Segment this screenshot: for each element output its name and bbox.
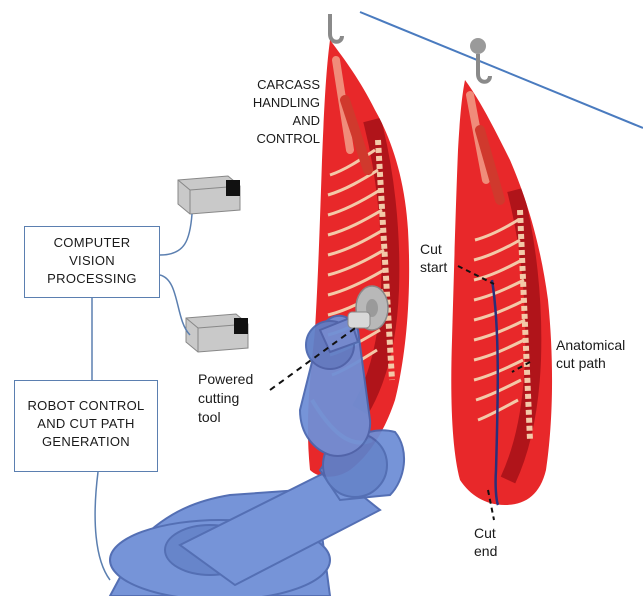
- robot-control-box: ROBOT CONTROL AND CUT PATH GENERATION: [14, 380, 158, 472]
- carcass-icon: [445, 70, 565, 510]
- overhead-rail: [360, 12, 643, 128]
- powered-tool-label: Powered cutting tool: [198, 370, 278, 427]
- cut-end-label: Cut end: [474, 524, 524, 560]
- anatomical-cut-path-label: Anatomical cut path: [556, 336, 643, 372]
- computer-vision-box: COMPUTER VISION PROCESSING: [24, 226, 160, 298]
- camera-icon: [178, 176, 240, 214]
- vision-camera1-link: [160, 214, 192, 255]
- robot-control-link: [95, 472, 110, 580]
- hook-icon: [330, 14, 342, 42]
- hook-icon: [470, 38, 490, 82]
- carcass-handling-label: CARCASS HANDLING AND CONTROL: [228, 76, 320, 148]
- cut-start-label: Cut start: [420, 240, 470, 276]
- camera-icon: [186, 314, 248, 352]
